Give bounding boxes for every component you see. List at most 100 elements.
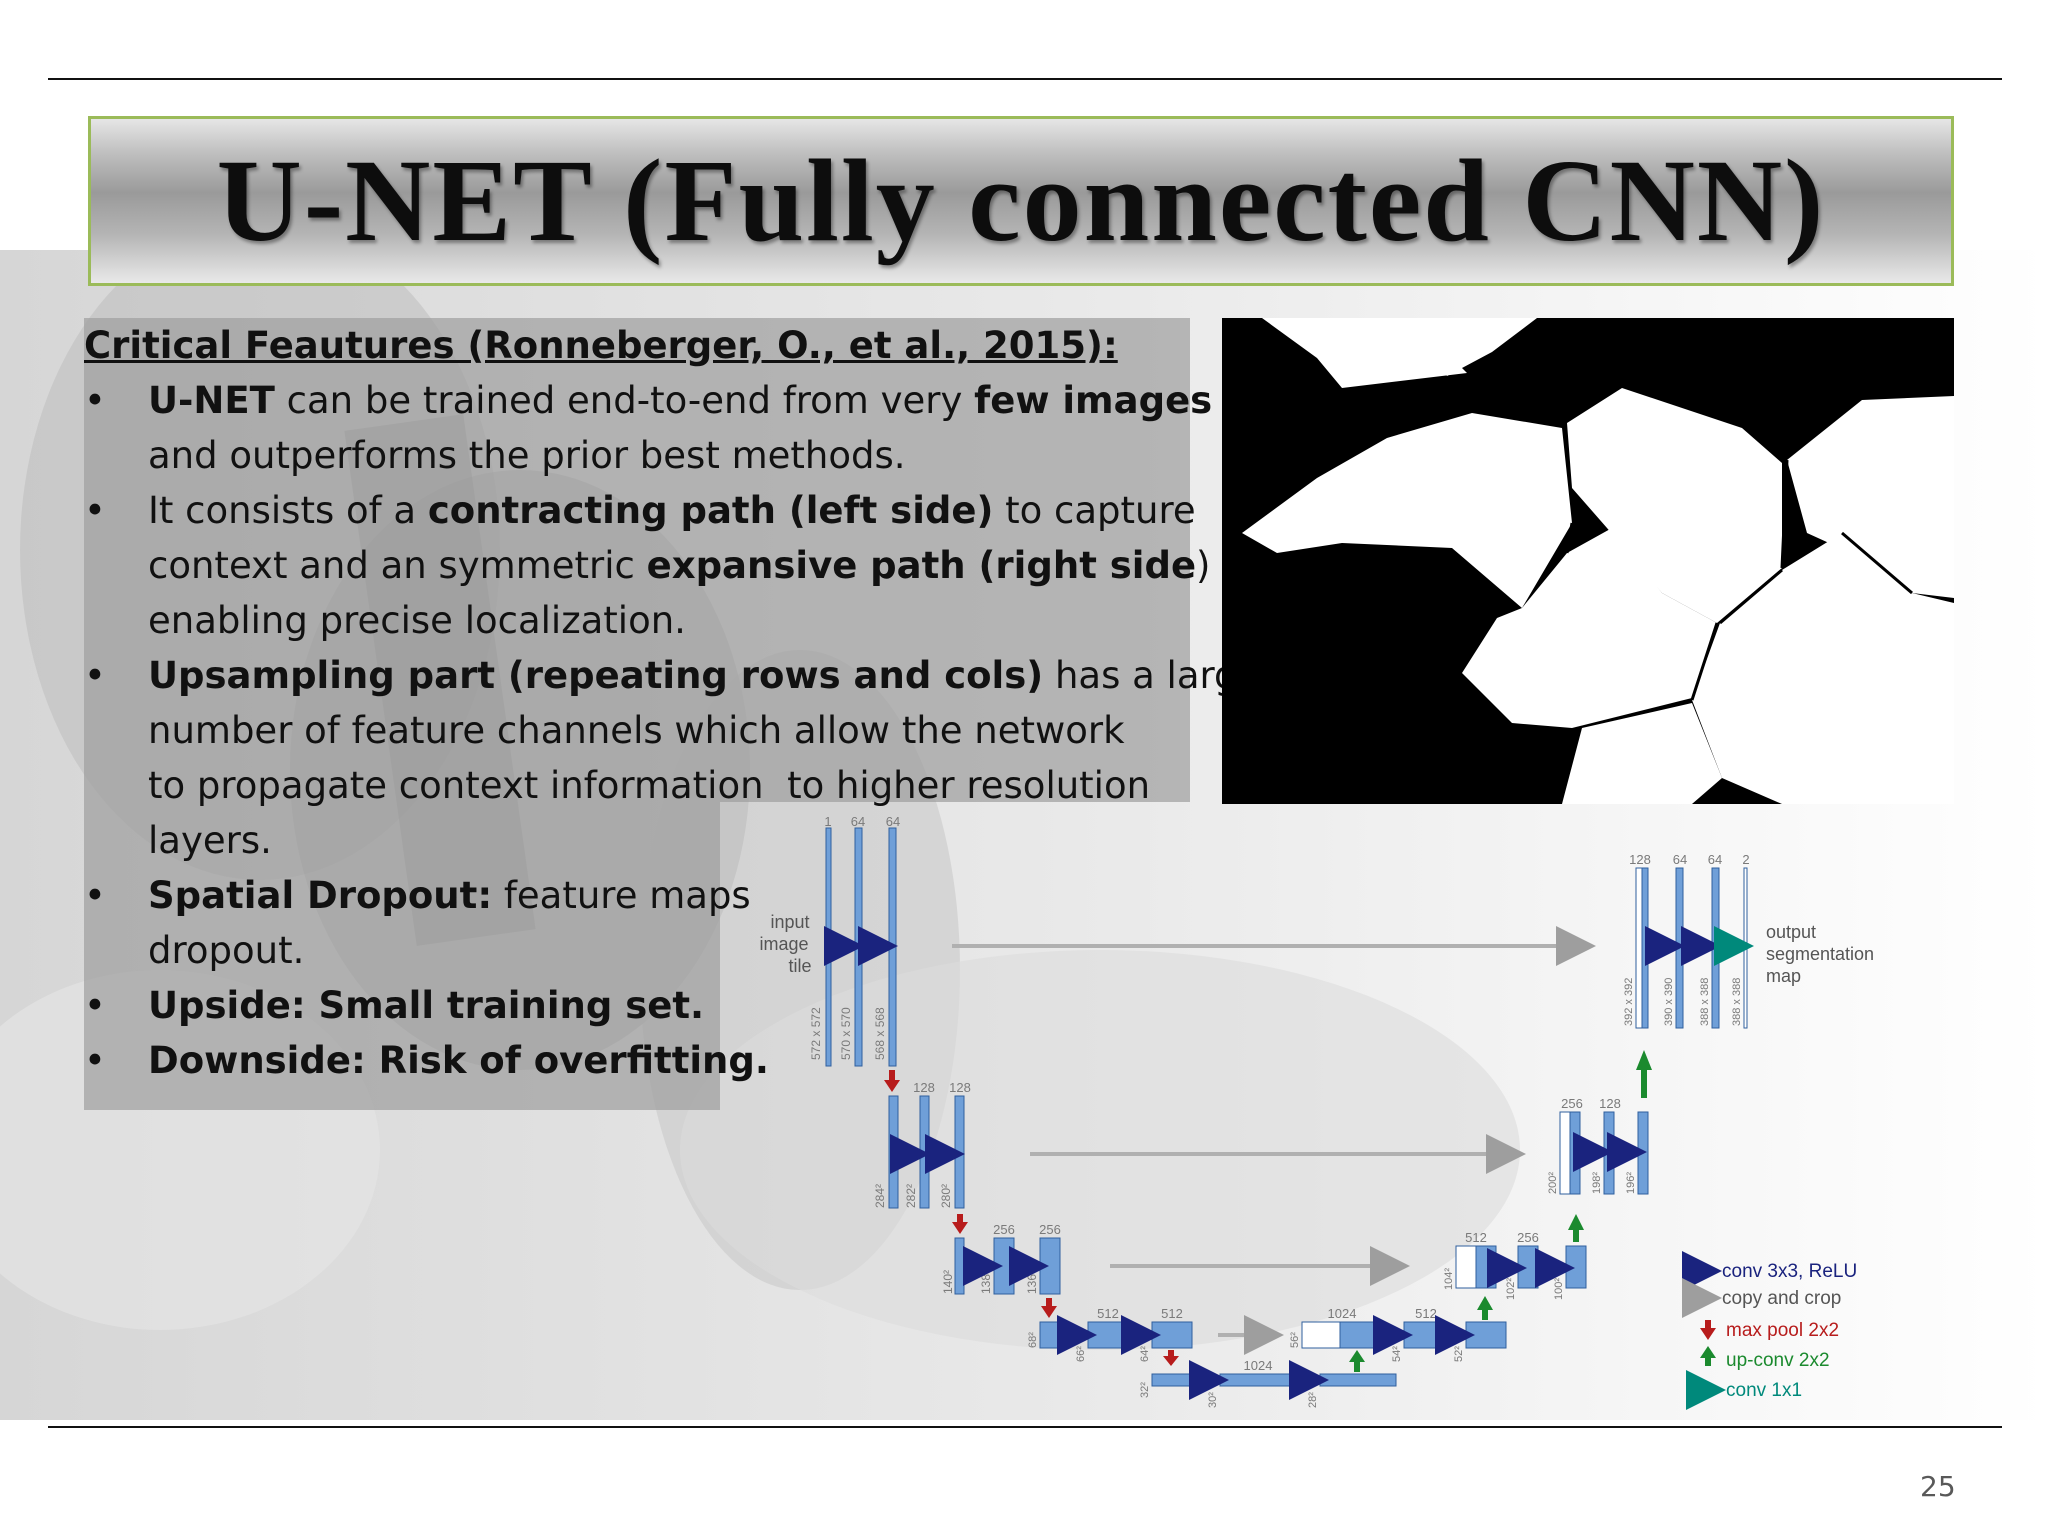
channel-label: 64 bbox=[886, 814, 900, 829]
slide-number: 25 bbox=[1920, 1470, 1956, 1503]
unet-block bbox=[854, 827, 863, 1067]
body-text: context and an symmetric bbox=[148, 544, 647, 587]
legend-label: conv 3x3, ReLU bbox=[1722, 1261, 1857, 1282]
output-label: map bbox=[1766, 966, 1801, 986]
size-label: 388 x 388 bbox=[1699, 978, 1711, 1026]
bullet-line: Upsampling part (repeating rows and cols… bbox=[148, 648, 1260, 703]
channel-label: 64 bbox=[851, 814, 865, 829]
size-label: 572 x 572 bbox=[809, 1007, 823, 1060]
channel-label: 128 bbox=[1599, 1096, 1621, 1111]
unet-block bbox=[1087, 1321, 1129, 1349]
bullet-line: It consists of a contracting path (left … bbox=[148, 483, 1204, 538]
channel-label: 256 bbox=[993, 1222, 1015, 1237]
size-label: 392 x 392 bbox=[1623, 978, 1635, 1026]
size-label: 284² bbox=[873, 1184, 887, 1208]
bullet-line: Downside: Risk of overfitting. bbox=[148, 1033, 1204, 1088]
body-text: to capture bbox=[993, 489, 1196, 532]
legend-label: copy and crop bbox=[1722, 1288, 1841, 1309]
size-label: 198² bbox=[1591, 1172, 1603, 1194]
size-label: 388 x 388 bbox=[1731, 978, 1743, 1026]
input-label: image bbox=[759, 934, 808, 954]
unet-block bbox=[1603, 1111, 1615, 1195]
bullet-line: number of feature channels which allow t… bbox=[148, 703, 1204, 758]
bullet-line: dropout. bbox=[148, 923, 1204, 978]
body-text: number of feature channels which allow t… bbox=[148, 709, 1125, 752]
unet-block bbox=[888, 1095, 899, 1209]
bullet-item: •Downside: Risk of overfitting. bbox=[84, 1033, 1204, 1088]
channel-label: 512 bbox=[1097, 1306, 1119, 1321]
bullet-dot: • bbox=[84, 874, 106, 917]
unet-block bbox=[1565, 1245, 1587, 1289]
size-label: 68² bbox=[1027, 1332, 1039, 1348]
size-label: 104² bbox=[1443, 1268, 1455, 1290]
unet-block bbox=[1219, 1373, 1297, 1387]
size-label: 196² bbox=[1625, 1172, 1637, 1194]
bullet-line: layers. bbox=[148, 813, 1204, 868]
size-label: 64² bbox=[1139, 1346, 1151, 1362]
size-label: 140² bbox=[941, 1270, 955, 1294]
body-text: layers. bbox=[148, 819, 272, 862]
size-label: 54² bbox=[1391, 1346, 1403, 1362]
channel-label: 128 bbox=[913, 1080, 935, 1095]
size-label: 390 x 390 bbox=[1663, 978, 1675, 1026]
bullet-dot: • bbox=[84, 379, 106, 422]
size-label: 570 x 570 bbox=[839, 1007, 853, 1060]
bullet-item: • Spatial Dropout: feature maps dropout. bbox=[84, 868, 1204, 978]
unet-block bbox=[919, 1095, 930, 1209]
bullet-line: Spatial Dropout: feature maps bbox=[148, 868, 1204, 923]
unet-block bbox=[1339, 1321, 1379, 1349]
size-label: 56² bbox=[1289, 1332, 1301, 1348]
size-label: 282² bbox=[904, 1184, 918, 1208]
channel-label: 64 bbox=[1673, 852, 1687, 867]
legend-label: up-conv 2x2 bbox=[1726, 1350, 1830, 1371]
channel-label: 512 bbox=[1161, 1306, 1183, 1321]
slide-content: Critical Feautures (Ronneberger, O., et … bbox=[84, 318, 1260, 1088]
channel-label: 128 bbox=[949, 1080, 971, 1095]
channel-label: 1024 bbox=[1244, 1358, 1273, 1373]
unet-block bbox=[1569, 1111, 1581, 1195]
input-label: tile bbox=[788, 956, 811, 976]
unet-block bbox=[1743, 867, 1748, 1029]
bold-text: U-NET bbox=[148, 379, 275, 422]
channel-label: 256 bbox=[1517, 1230, 1539, 1245]
unet-block bbox=[1465, 1321, 1507, 1349]
body-text: dropout. bbox=[148, 929, 305, 972]
text-panel-lower bbox=[84, 802, 720, 1110]
unet-block bbox=[1301, 1321, 1341, 1349]
size-label: 138² bbox=[979, 1270, 993, 1294]
bullet-line: Upside: Small training set. bbox=[148, 978, 1204, 1033]
body-text: feature maps bbox=[492, 874, 751, 917]
channel-label: 256 bbox=[1039, 1222, 1061, 1237]
bullet-list: • U-NET can be trained end-to-end from ve… bbox=[84, 373, 1260, 1088]
body-text: ) bbox=[1196, 544, 1211, 587]
legend-label: conv 1x1 bbox=[1726, 1380, 1802, 1401]
channel-label: 1024 bbox=[1328, 1306, 1357, 1321]
bullet-line: to propagate context information to high… bbox=[148, 758, 1204, 813]
bullet-dot: • bbox=[84, 489, 106, 532]
diagram-legend: conv 3x3, ReLU copy and crop max pool 2x… bbox=[1682, 1251, 1857, 1410]
size-label: 100² bbox=[1553, 1278, 1565, 1300]
channel-label: 64 bbox=[1708, 852, 1722, 867]
unet-block bbox=[1517, 1245, 1539, 1289]
bold-text: Spatial Dropout: bbox=[148, 874, 493, 917]
title-banner: U-NET (Fully connected CNN) bbox=[88, 116, 1954, 286]
bullet-item: •Upsampling part (repeating rows and col… bbox=[84, 648, 1260, 868]
bullet-item: •Upside: Small training set. bbox=[84, 978, 1204, 1033]
channel-label: 256 bbox=[1561, 1096, 1583, 1111]
channel-label: 1 bbox=[824, 814, 831, 829]
size-label: 32² bbox=[1139, 1382, 1151, 1398]
unet-block bbox=[1039, 1321, 1061, 1349]
body-text: can be trained end-to-end from very bbox=[274, 379, 975, 422]
size-label: 280² bbox=[939, 1184, 953, 1208]
size-label: 568 x 568 bbox=[873, 1007, 887, 1060]
unet-block bbox=[888, 827, 897, 1067]
bold-text: Downside: Risk of overfitting. bbox=[148, 1039, 769, 1082]
bullet-line: context and an symmetric expansive path … bbox=[148, 538, 1210, 593]
channel-label: 2 bbox=[1742, 852, 1749, 867]
section-heading: Critical Feautures (Ronneberger, O., et … bbox=[84, 324, 1118, 367]
bullet-item: • U-NET can be trained end-to-end from ve… bbox=[84, 373, 1212, 483]
unet-block bbox=[1559, 1111, 1571, 1195]
unet-block bbox=[1403, 1321, 1445, 1349]
channel-label: 128 bbox=[1629, 852, 1651, 867]
output-label: segmentation bbox=[1766, 944, 1874, 964]
